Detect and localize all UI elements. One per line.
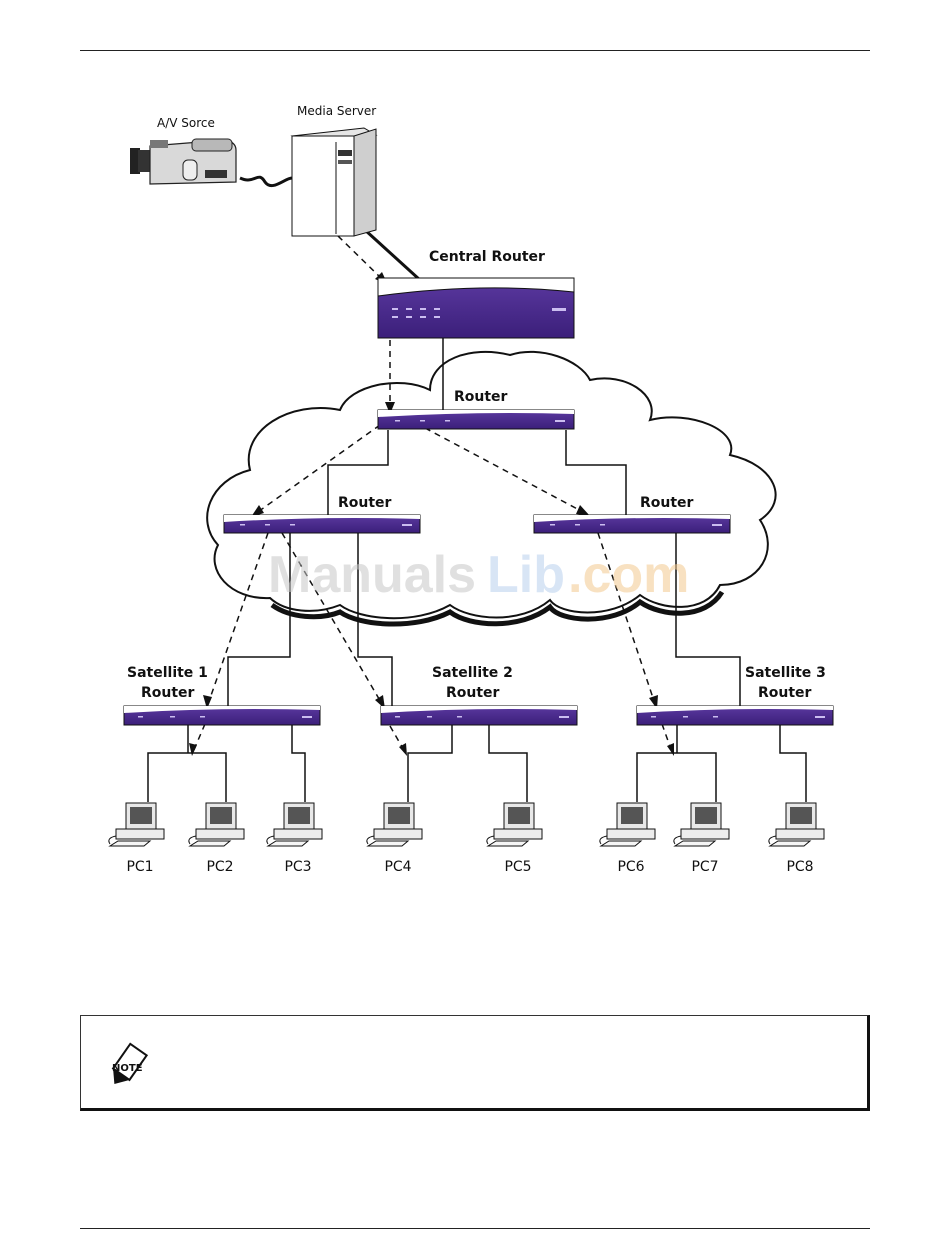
pc-8-icon [769,803,824,846]
satellite-2-router-device [381,706,577,725]
watermark-part1: Manuals [268,546,476,604]
pc-6-label: PC6 [617,859,644,875]
pc-2-label: PC2 [206,859,233,875]
satellite-1-label-line1: Satellite 1 [127,665,208,681]
satellite-3-label-line2: Router [758,685,812,701]
router-left-device [224,515,420,533]
network-diagram: A/V Sorce Media Server Central Router Ro… [0,0,950,1000]
pc-8-label: PC8 [786,859,813,875]
router-top-device [378,410,574,429]
pc-1-icon [109,803,164,846]
pc-5-label: PC5 [504,859,531,875]
pc-4-icon [367,803,422,846]
watermark-part2: Lib [487,546,565,604]
satellite-2-label-line2: Router [446,685,500,701]
pc-group: PC1 PC2 PC3 PC4 PC5 PC6 PC7 PC8 [109,803,824,875]
media-server-label: Media Server [297,104,376,118]
watermark-part3: .com [568,546,689,604]
central-router-label: Central Router [429,249,545,265]
satellite-1-router-device [124,706,320,725]
satellite-3-label-line1: Satellite 3 [745,665,826,681]
pc-6-icon [600,803,655,846]
footer-rule [80,1228,870,1229]
camcorder-icon [130,139,236,184]
note-box: NOTE [80,1015,870,1111]
router-right-label: Router [640,495,694,511]
router-left-label: Router [338,495,392,511]
pc-3-icon [267,803,322,846]
pc-2-icon [189,803,244,846]
satellite-3-router-device [637,706,833,725]
central-router-device [378,278,574,338]
pc-7-label: PC7 [691,859,718,875]
satellite-2-label-line1: Satellite 2 [432,665,513,681]
media-server-icon [292,128,376,236]
pc-7-icon [674,803,729,846]
router-top-label: Router [454,389,508,405]
note-icon: NOTE [103,1042,151,1090]
router-right-device [534,515,730,533]
pc-3-label: PC3 [284,859,311,875]
pc-1-label: PC1 [126,859,153,875]
pc-4-label: PC4 [384,859,411,875]
note-icon-text: NOTE [112,1063,143,1074]
satellite-1-label-line2: Router [141,685,195,701]
av-source-label: A/V Sorce [157,116,215,130]
pc-5-icon [487,803,542,846]
